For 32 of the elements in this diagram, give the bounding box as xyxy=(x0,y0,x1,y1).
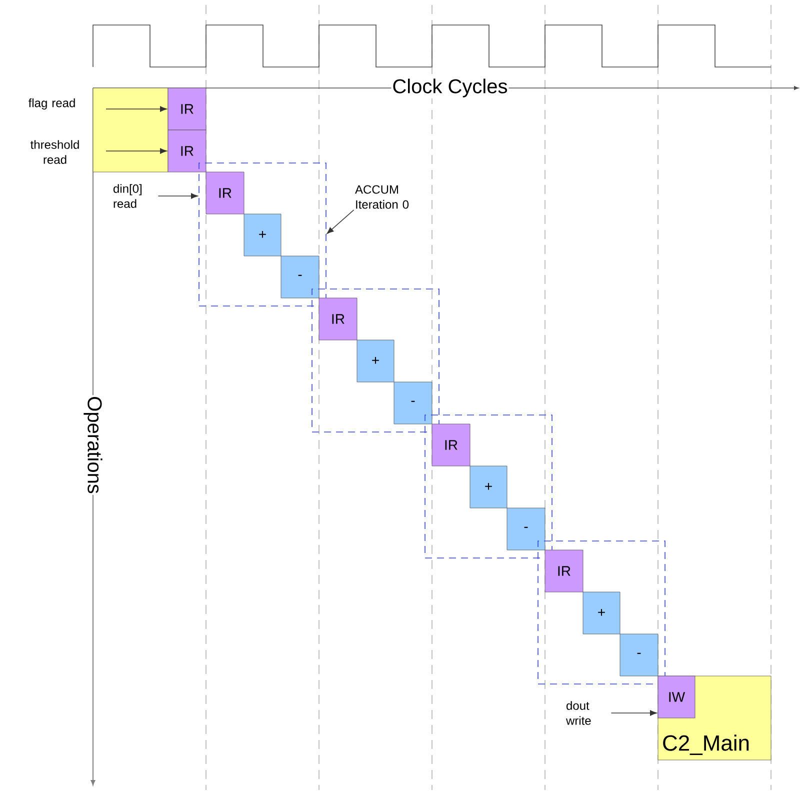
operation-cell: - xyxy=(394,382,432,424)
arrow xyxy=(106,148,167,154)
stage-box: flag read threshold read xyxy=(28,88,168,172)
axis-label: Clock Cycles xyxy=(391,78,509,98)
operation-cell: - xyxy=(620,634,658,676)
operation-cell: IW xyxy=(658,676,696,718)
operation-cell: + xyxy=(244,214,282,256)
operation-cell: + xyxy=(582,592,620,634)
operation-cell: IR xyxy=(432,424,470,466)
arrow xyxy=(326,210,354,234)
operation-cell: - xyxy=(280,256,320,298)
operation-cell: + xyxy=(470,466,508,508)
arrow xyxy=(106,106,167,112)
operation-cell: IR xyxy=(318,298,358,340)
node-label: flag read xyxy=(28,98,75,110)
annotation-text: din[0] read xyxy=(114,184,142,208)
operation-cell: - xyxy=(506,508,546,550)
iteration-box xyxy=(424,414,552,558)
axis-label: Operations xyxy=(82,395,104,495)
operation-cell: + xyxy=(356,340,394,382)
arrow xyxy=(610,710,657,716)
operation-cell: IR xyxy=(168,88,206,130)
node-label: threshold read xyxy=(30,140,79,164)
iteration-box xyxy=(312,288,440,432)
iteration-box xyxy=(198,162,326,306)
operation-cell: IR xyxy=(168,130,206,172)
operation-cell: IR xyxy=(544,550,584,592)
iteration-box xyxy=(538,540,666,684)
operation-cell: IR xyxy=(206,172,244,214)
annotation-text: dout write xyxy=(566,701,591,725)
annotation-text: ACCUM Iteration 0 xyxy=(355,185,409,209)
arrow xyxy=(158,193,198,199)
